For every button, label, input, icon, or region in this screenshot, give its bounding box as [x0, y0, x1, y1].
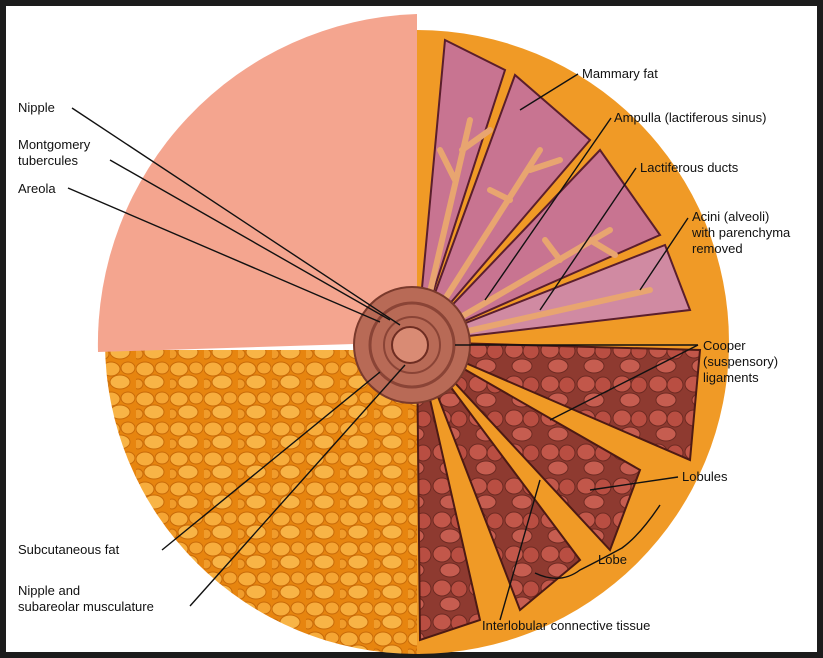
skin-quadrant [98, 14, 417, 352]
label-acini: Acini (alveoli) with parenchyma removed [692, 209, 790, 257]
label-subcutaneous-fat: Subcutaneous fat [18, 542, 119, 558]
label-mammary-fat: Mammary fat [582, 66, 658, 82]
label-cooper-ligaments: Cooper (suspensory) ligaments [703, 338, 778, 386]
label-lobe: Lobe [598, 552, 627, 568]
label-lactiferous-ducts: Lactiferous ducts [640, 160, 738, 176]
nipple-shape [392, 327, 428, 363]
label-nipple-musculature: Nipple and subareolar musculature [18, 583, 154, 615]
label-ampulla: Ampulla (lactiferous sinus) [614, 110, 766, 126]
label-nipple: Nipple [18, 100, 55, 116]
label-lobules: Lobules [682, 469, 728, 485]
label-interlobular-tissue: Interlobular connective tissue [482, 618, 650, 634]
label-montgomery-tubercules: Montgomery tubercules [18, 137, 90, 169]
label-areola: Areola [18, 181, 56, 197]
